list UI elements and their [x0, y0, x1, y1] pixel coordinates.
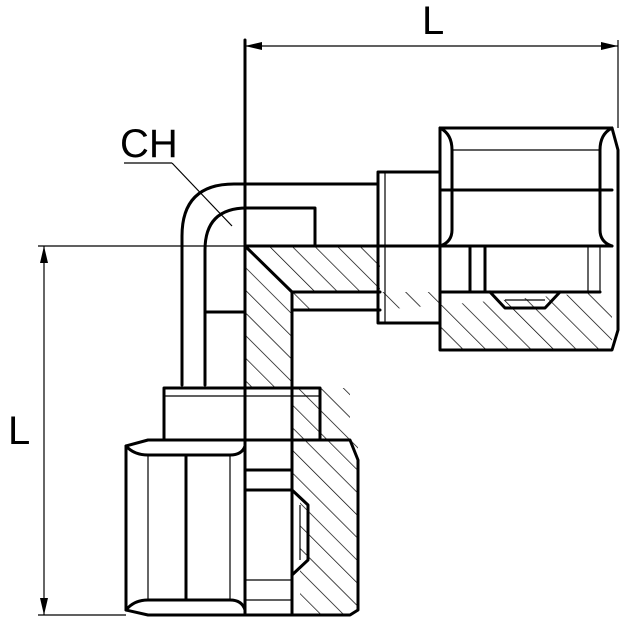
wrench-flat-label: CH	[120, 122, 178, 166]
dimension-label-vertical: L	[8, 409, 30, 453]
vertical-nut	[124, 386, 360, 617]
wrench-flat-leader	[124, 162, 233, 227]
dimension-horizontal	[245, 40, 619, 128]
dimension-vertical	[38, 245, 245, 616]
horizontal-nut	[376, 126, 620, 352]
elbow-body	[180, 38, 614, 617]
dimension-label-horizontal: L	[422, 0, 444, 43]
